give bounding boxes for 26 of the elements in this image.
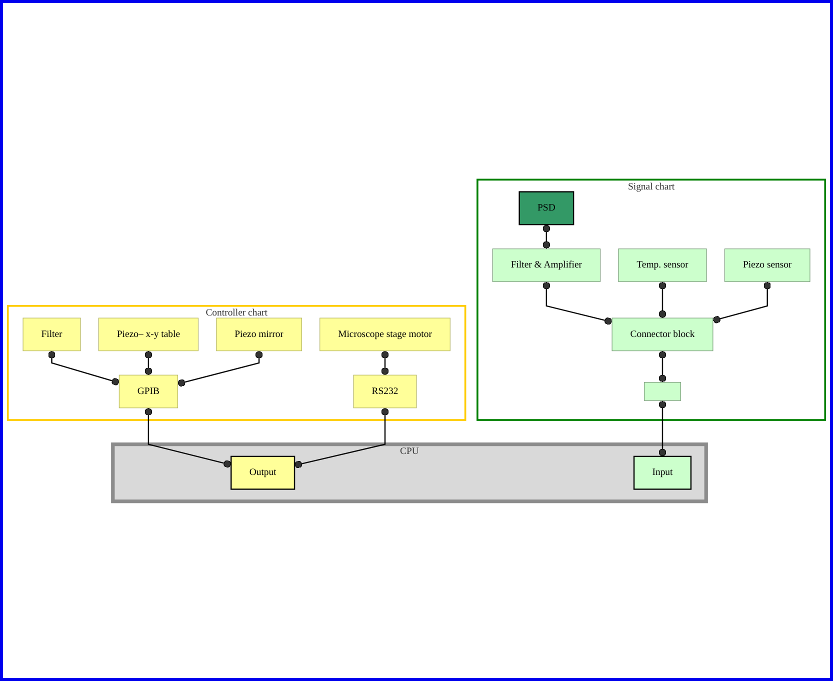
connector <box>658 400 666 456</box>
node-box: Temp. sensor <box>618 248 707 282</box>
node-box: Piezo– x-y table <box>98 318 199 352</box>
node-box: Input <box>633 456 692 490</box>
connector <box>542 282 612 325</box>
node-box: Connector block <box>612 318 714 352</box>
node-box: RS232 <box>353 374 417 408</box>
node-box: Microscope stage motor <box>320 318 450 352</box>
connector <box>381 350 389 376</box>
node-box: Filter & Amplifier <box>492 248 601 282</box>
connector <box>48 350 120 386</box>
connector <box>658 350 666 382</box>
connector <box>178 350 263 387</box>
connector <box>712 282 772 324</box>
connector <box>144 350 152 376</box>
connector <box>542 224 550 249</box>
node-box: Output <box>230 456 296 490</box>
node-box: Filter <box>22 318 81 352</box>
connector <box>294 408 389 468</box>
node-box <box>644 382 681 401</box>
node-box: GPIB <box>118 374 178 408</box>
node-box: Piezo mirror <box>216 318 302 352</box>
connector <box>658 282 666 318</box>
node-box: Piezo sensor <box>724 248 810 282</box>
connector <box>144 408 232 468</box>
node-box: PSD <box>518 191 574 226</box>
